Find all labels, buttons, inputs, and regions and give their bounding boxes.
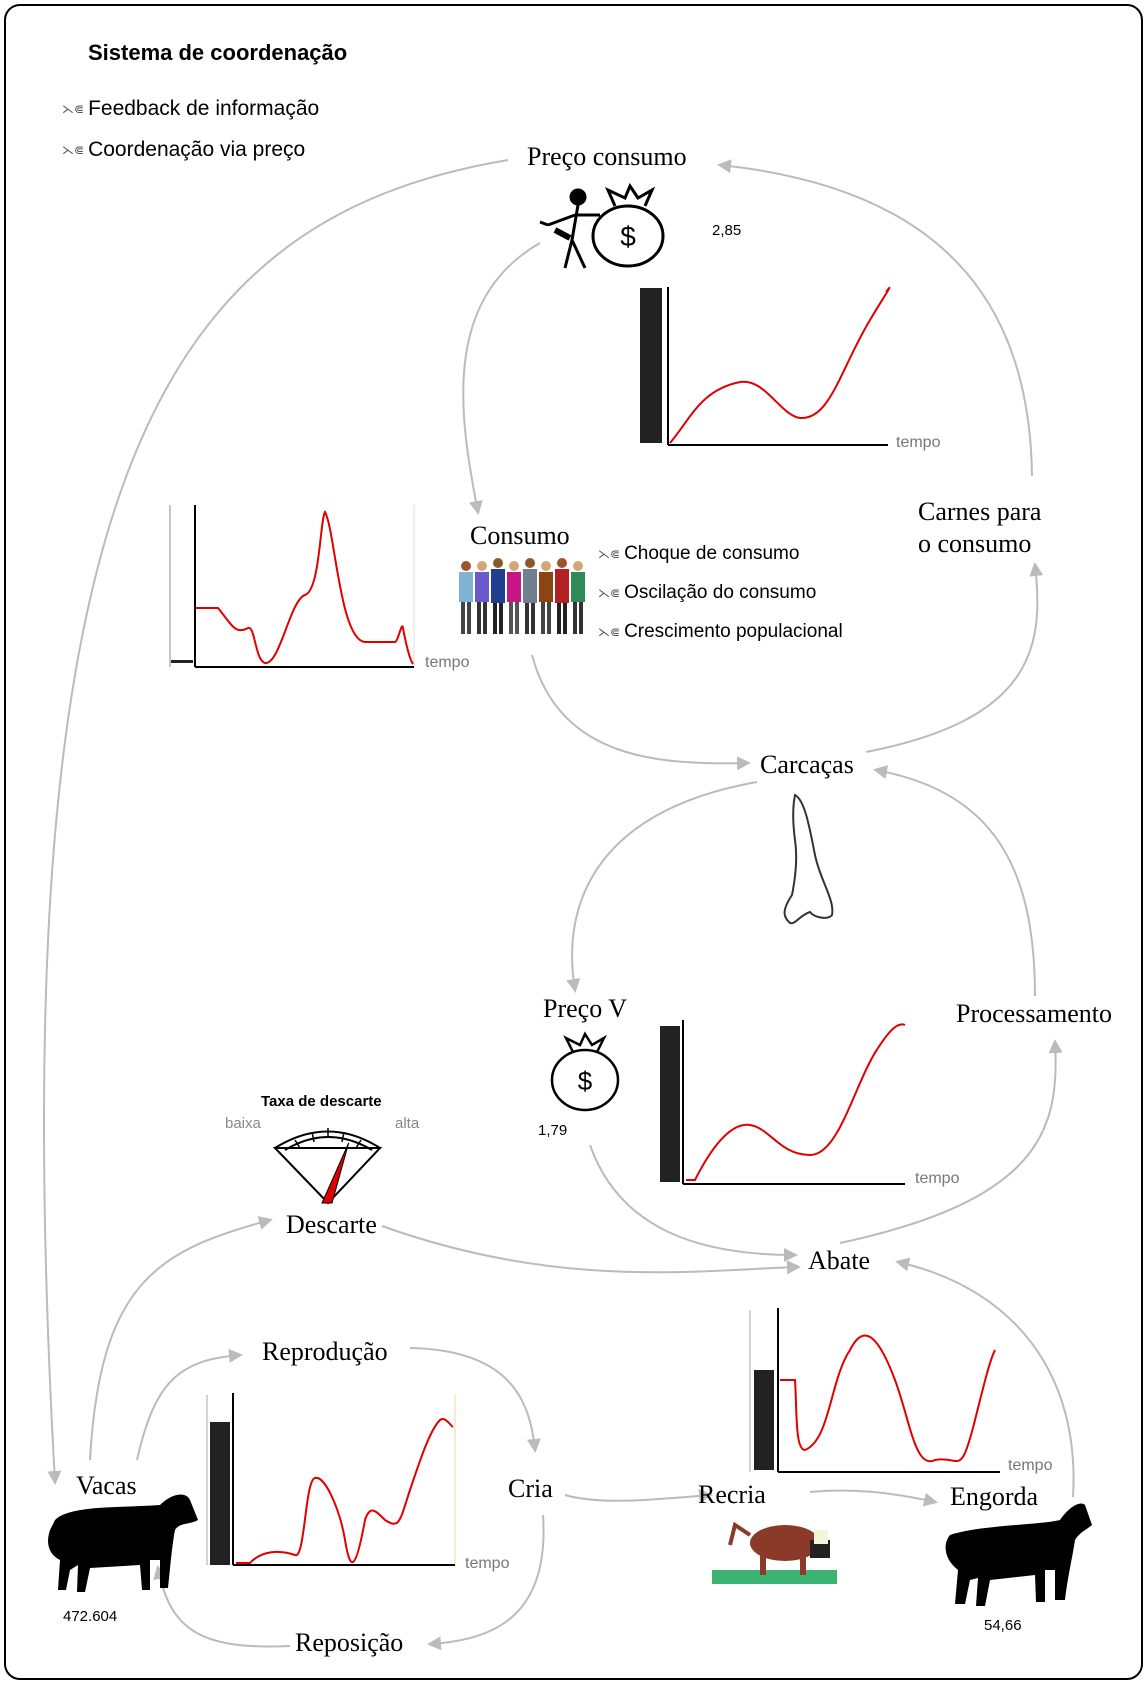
graph-bar	[171, 660, 193, 663]
arrow-vacas-to-descarte	[89, 1216, 273, 1461]
bullet-choque: ⋋⋐Choque de consumo	[598, 543, 799, 565]
graph-axis-label: tempo	[425, 654, 470, 671]
crowd-icon	[459, 558, 585, 634]
node-carcacas: Carcaças	[760, 750, 854, 779]
bullet-icon: ⋋⋐	[62, 143, 85, 158]
person-with-money-bag-icon: $	[539, 182, 665, 269]
arrow-abate-to-processamento	[839, 1039, 1063, 1244]
steer-icon	[945, 1503, 1092, 1606]
bullet-feedback: ⋋⋐Feedback de informação	[62, 97, 319, 121]
node-carnes-line1: Carnes para	[918, 497, 1042, 526]
graph-bar	[210, 1422, 230, 1565]
calf-icon	[712, 1521, 837, 1584]
bullet-icon: ⋋⋐	[598, 624, 621, 639]
node-preco-consumo: Preço consumo	[527, 142, 687, 171]
arrow-cria-to-recria	[564, 1488, 713, 1503]
arrow-preco-to-vacas	[43, 159, 509, 1485]
value-preco-v: 1,79	[538, 1122, 568, 1139]
graph-reproducao	[206, 1393, 456, 1566]
diagram-title: Sistema de coordenação	[88, 40, 348, 65]
value-engorda: 54,66	[984, 1617, 1022, 1634]
node-descarte: Descarte	[286, 1210, 377, 1239]
gauge-needle	[321, 1142, 350, 1204]
arrow-carcacas-to-carnes	[865, 562, 1044, 753]
node-cria: Cria	[508, 1474, 553, 1503]
graph-preco-consumo	[640, 286, 891, 446]
arrow-vacas-to-reproducao	[136, 1348, 243, 1461]
cow-icon	[48, 1494, 198, 1592]
graph-curve	[669, 286, 891, 444]
graph-curve	[196, 510, 414, 665]
graph-curve	[236, 1418, 454, 1564]
bullet-crescimento: ⋋⋐Crescimento populacional	[598, 621, 843, 643]
value-preco-consumo: 2,85	[712, 222, 742, 239]
svg-text:$: $	[578, 1066, 593, 1096]
arrow-consumo-to-carcacas	[531, 654, 751, 771]
bullet-label: Choque de consumo	[624, 543, 800, 564]
gauge-low-label: baixa	[225, 1115, 261, 1132]
node-processamento: Processamento	[956, 999, 1112, 1028]
graph-bar	[660, 1026, 680, 1182]
bullet-icon: ⋋⋐	[598, 585, 621, 600]
graph-abate	[749, 1308, 1000, 1473]
graph-axis-label: tempo	[896, 434, 941, 451]
money-bag-icon: $	[550, 1031, 620, 1112]
bullet-label: Oscilação do consumo	[624, 582, 817, 603]
bullet-icon: ⋋⋐	[598, 546, 621, 561]
arrow-precov-to-abate	[589, 1144, 798, 1262]
node-engorda: Engorda	[950, 1482, 1039, 1511]
carcass-icon	[783, 793, 834, 925]
node-abate: Abate	[808, 1246, 871, 1275]
graph-curve	[686, 1023, 906, 1181]
graph-curve	[780, 1334, 996, 1463]
arrow-reposicao-to-vacas	[153, 1565, 291, 1648]
arrow-descarte-to-abate	[381, 1225, 801, 1275]
value-vacas: 472.604	[63, 1608, 118, 1625]
bullet-icon: ⋋⋐	[62, 102, 85, 117]
node-recria: Recria	[698, 1480, 766, 1509]
arrow-carnes-to-preco	[717, 159, 1033, 477]
bullet-label: Coordenação via preço	[88, 138, 306, 161]
graph-preco-v	[660, 1020, 906, 1185]
node-carnes-line2: o consumo	[918, 529, 1032, 558]
node-consumo: Consumo	[470, 521, 570, 550]
arrow-processamento-to-carcacas	[873, 765, 1036, 997]
graph-consumo	[169, 505, 415, 668]
arrow-preco-to-consumo	[462, 242, 541, 515]
arrow-cria-to-reposicao	[427, 1514, 545, 1651]
arrow-recria-to-engorda	[809, 1489, 938, 1507]
node-reproducao: Reprodução	[262, 1337, 388, 1366]
diagram-frame	[4, 4, 1143, 1680]
gauge-high-label: alta	[395, 1115, 420, 1132]
graph-axis-label: tempo	[1008, 1457, 1053, 1474]
arrow-engorda-to-abate	[895, 1257, 1075, 1498]
arrow-carcacas-to-precov	[566, 781, 758, 993]
node-reposicao: Reposição	[295, 1628, 404, 1657]
graph-bar	[640, 288, 662, 443]
graph-axis-label: tempo	[915, 1170, 960, 1187]
bullet-coordenacao: ⋋⋐Coordenação via preço	[62, 138, 305, 162]
graph-axis-label: tempo	[465, 1555, 510, 1572]
svg-text:$: $	[620, 221, 636, 252]
node-preco-v: Preço V	[543, 994, 628, 1023]
node-vacas: Vacas	[76, 1471, 137, 1500]
arrow-reproducao-to-cria	[409, 1347, 541, 1453]
graph-bar	[754, 1370, 774, 1470]
bullet-label: Crescimento populacional	[624, 621, 843, 642]
gauge-title: Taxa de descarte	[261, 1093, 382, 1110]
bullet-oscilacao: ⋋⋐Oscilação do consumo	[598, 582, 816, 604]
bullet-label: Feedback de informação	[88, 97, 320, 120]
gauge-icon	[272, 1128, 383, 1205]
